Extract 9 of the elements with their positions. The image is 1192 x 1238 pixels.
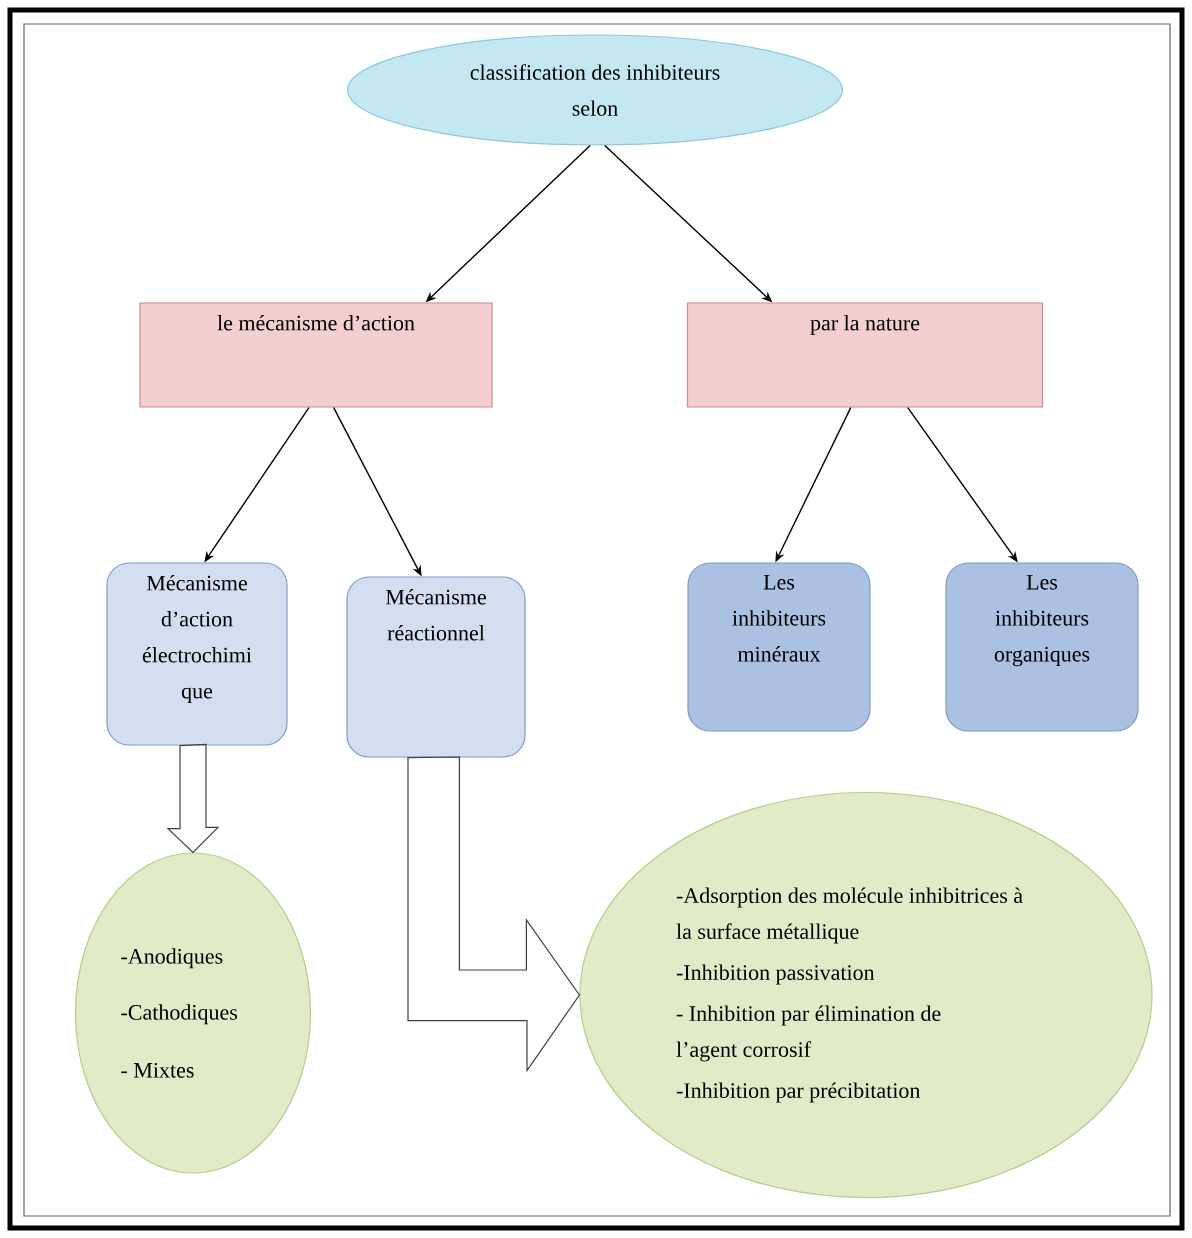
oval-node: classification des inhibiteurs selon xyxy=(346,34,844,146)
rounded-box: Les inhibiteurs organiques xyxy=(945,562,1139,732)
block-arrow xyxy=(166,743,220,854)
category-box: le mécanisme d’action xyxy=(139,302,493,408)
category-box: par la nature xyxy=(686,302,1044,408)
rounded-box: Les inhibiteurs minéraux xyxy=(687,562,871,732)
rounded-box: Mécanisme d’action électrochimi que xyxy=(106,562,288,746)
rounded-box: Mécanisme réactionnel xyxy=(346,576,526,758)
block-arrow xyxy=(407,756,581,1073)
